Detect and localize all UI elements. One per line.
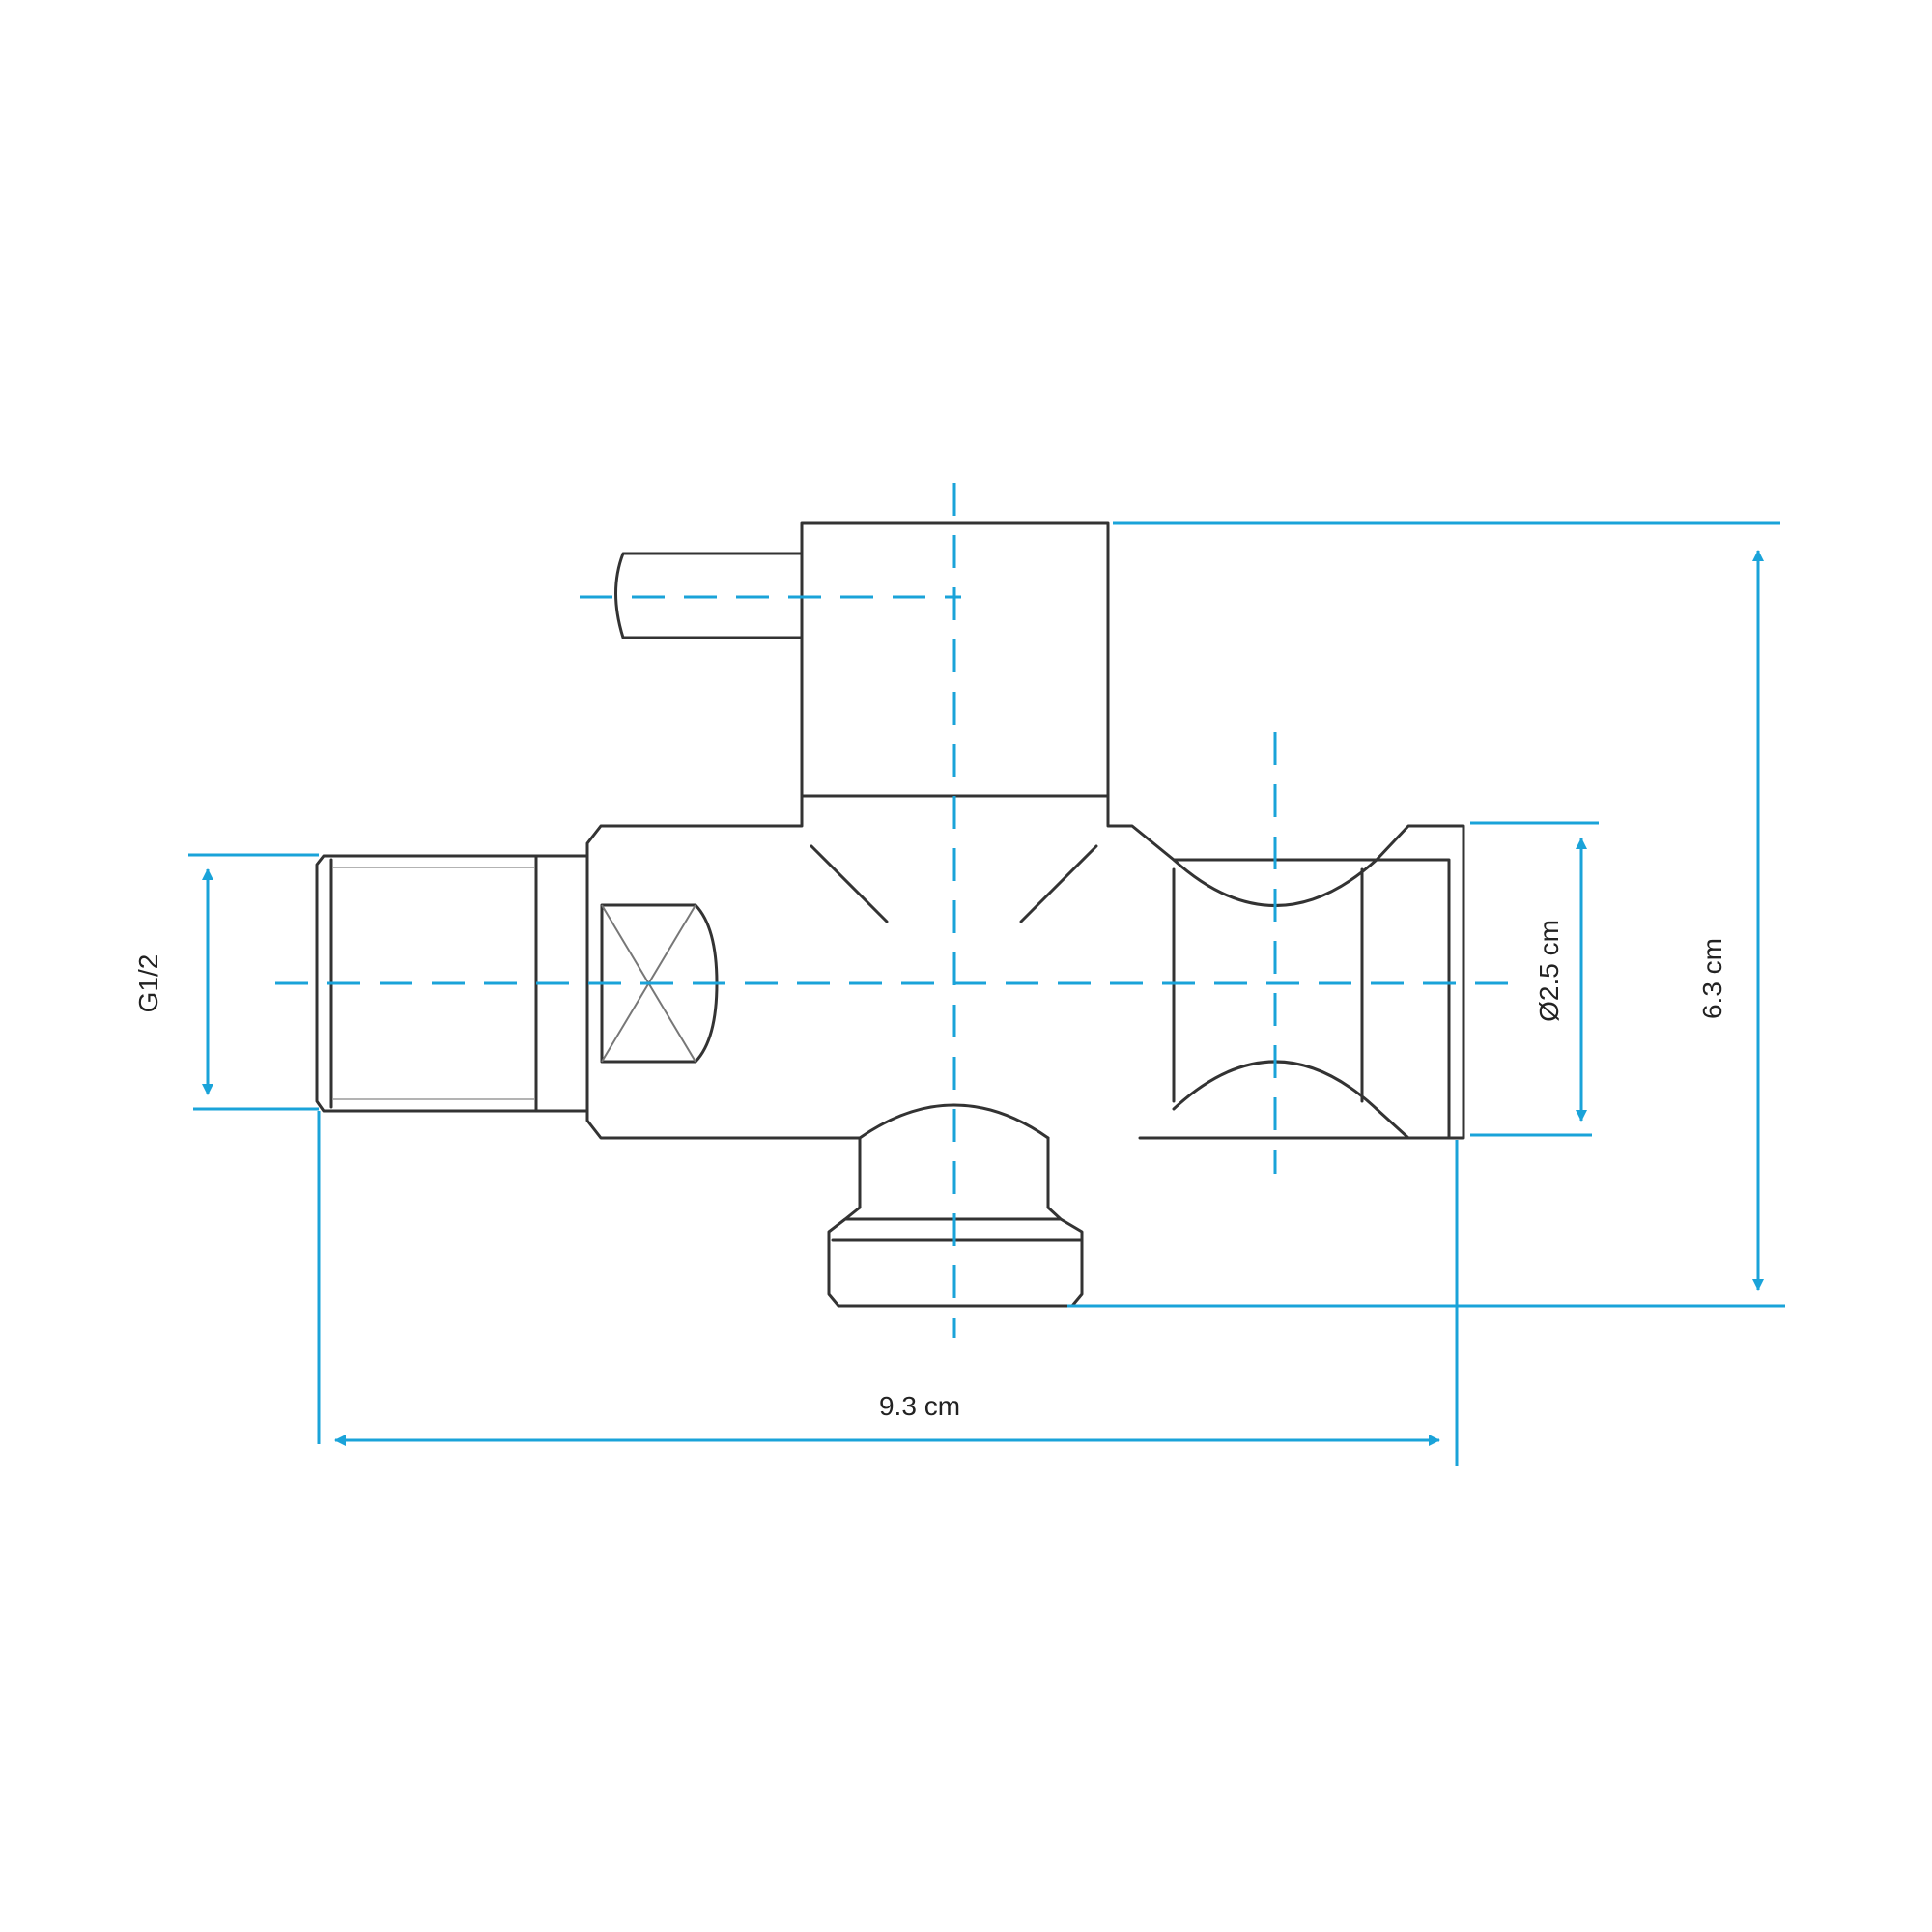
body-chamfer-left — [810, 844, 889, 923]
dimension-outlet-diameter: Ø2.5 cm — [1470, 821, 1599, 1137]
center-lines — [275, 483, 1526, 1338]
dimension-label-length: 9.3 cm — [879, 1391, 960, 1421]
dimension-label-height: 6.3 cm — [1697, 938, 1727, 1019]
outlet-flange — [1375, 824, 1465, 1140]
body-chamfer-right — [1019, 844, 1098, 923]
dimension-length: 9.3 cm — [317, 1111, 1459, 1466]
valve-outline — [315, 521, 1465, 1308]
bottom-stem — [858, 1136, 1050, 1209]
dimension-label-outlet: Ø2.5 cm — [1534, 920, 1564, 1022]
dimension-thread: G1/2 — [133, 853, 319, 1111]
dimension-height: 6.3 cm — [1067, 521, 1785, 1308]
handle-stem — [614, 552, 804, 639]
dimension-label-thread: G1/2 — [133, 954, 163, 1013]
male-thread — [315, 854, 589, 1113]
bottom-dome — [858, 1103, 1050, 1140]
